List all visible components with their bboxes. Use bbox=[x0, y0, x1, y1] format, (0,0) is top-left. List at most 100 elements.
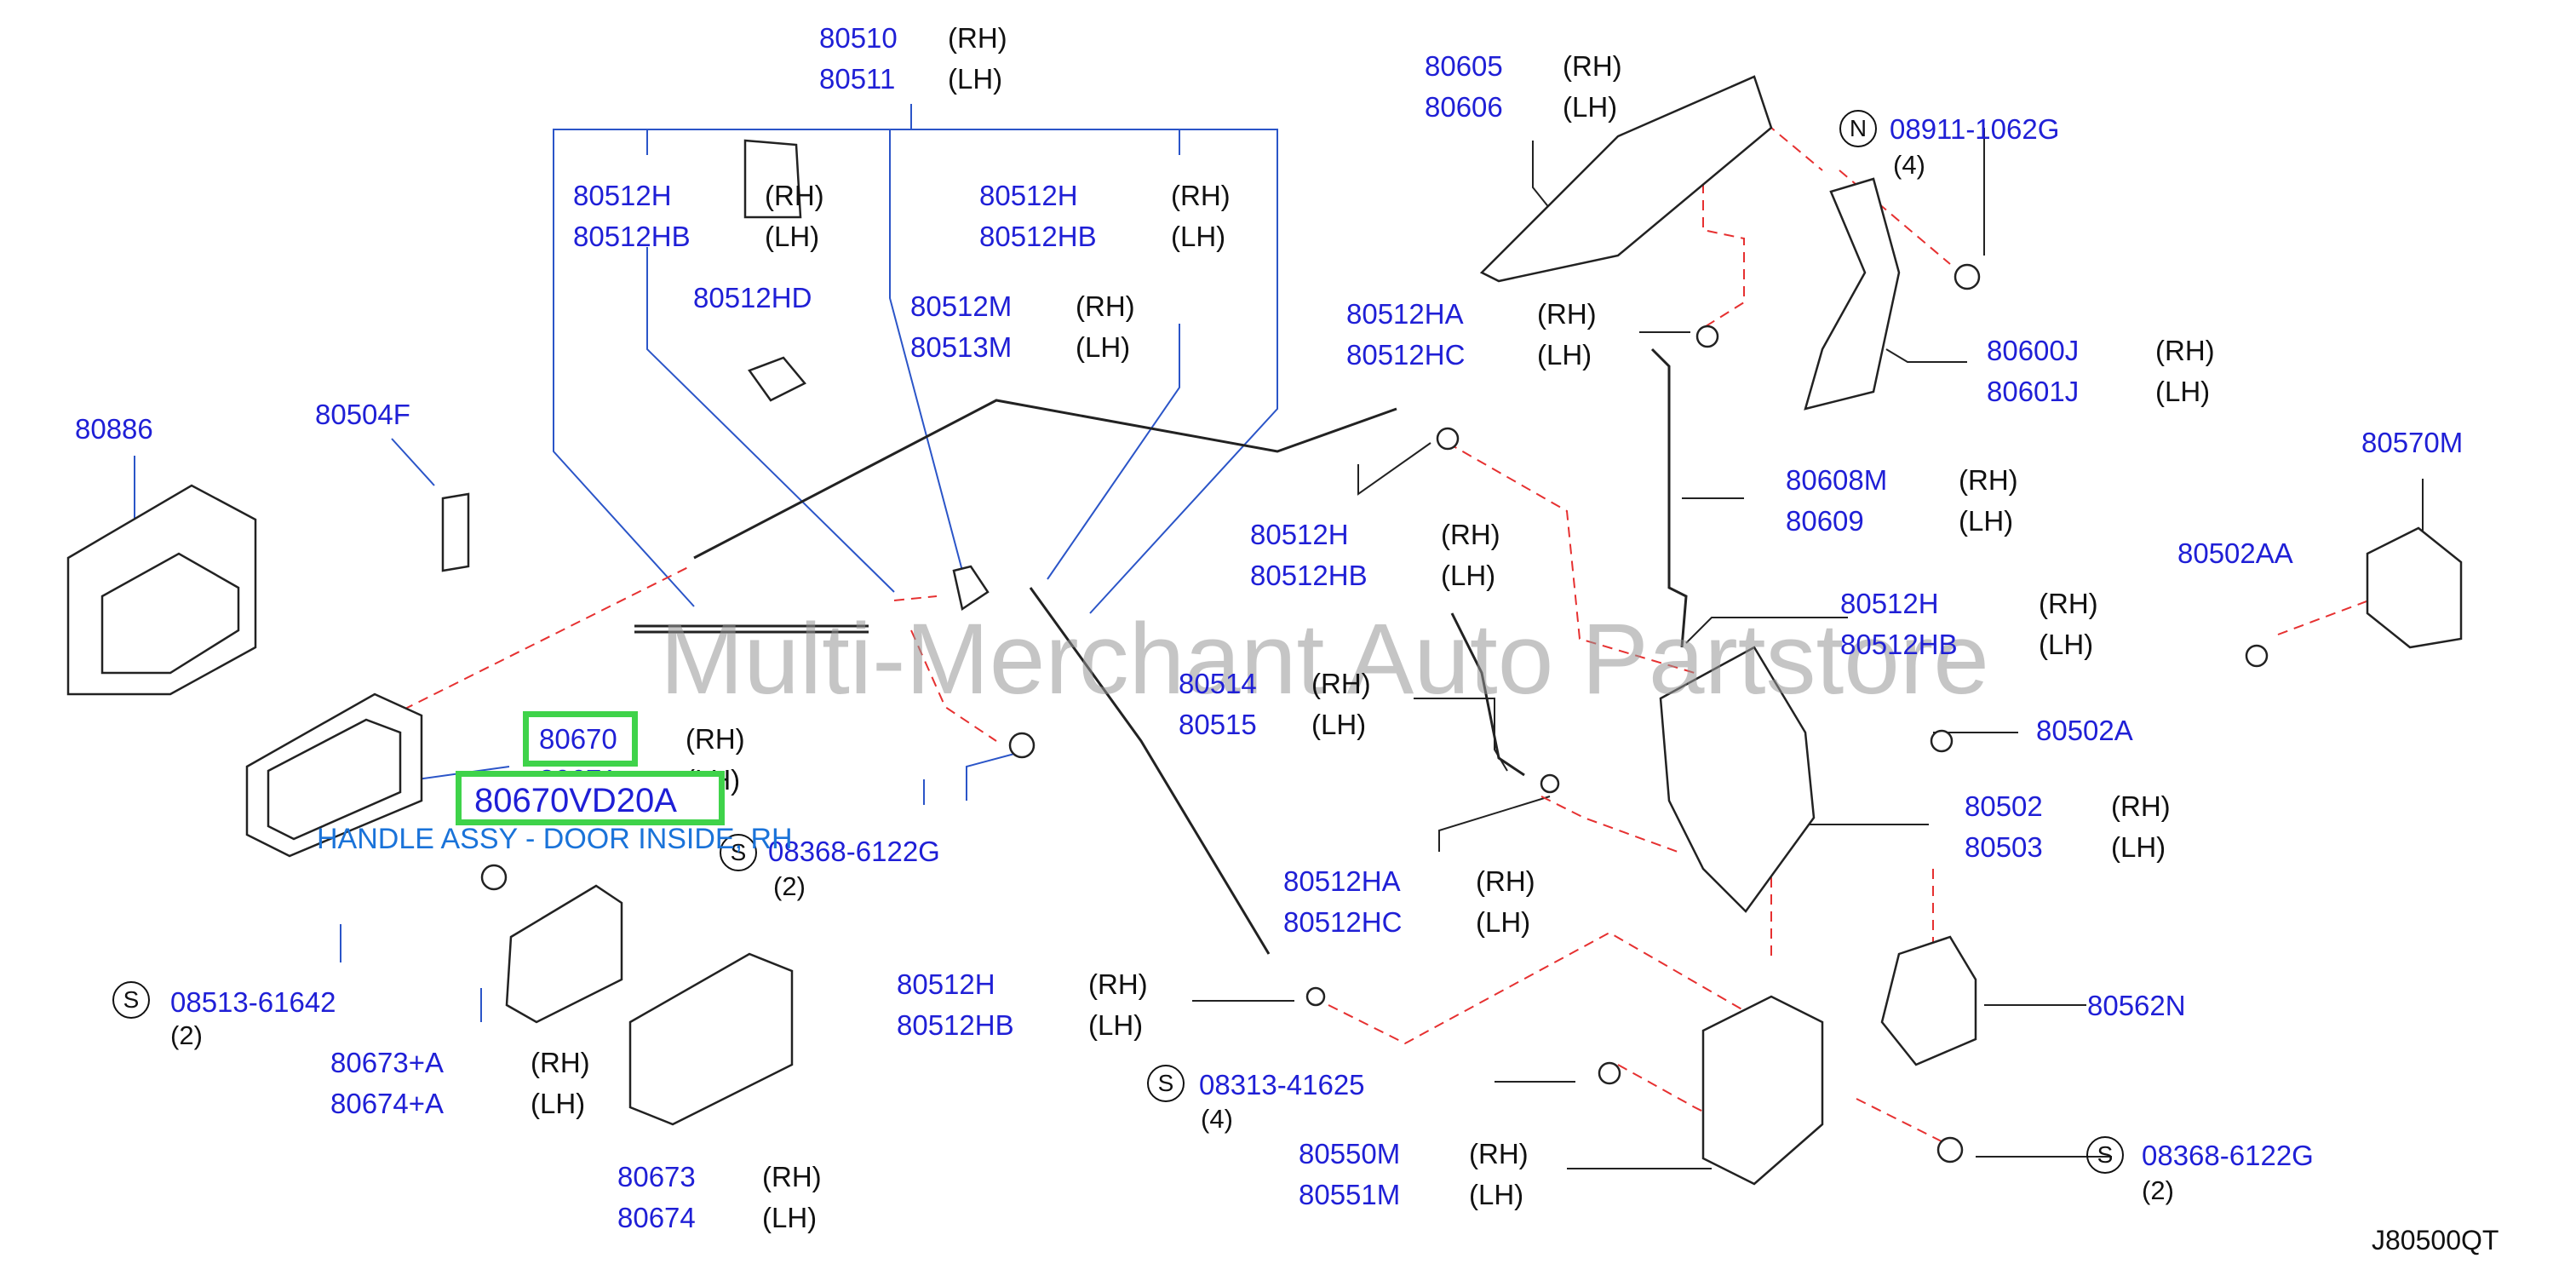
fastener-mark: S bbox=[112, 981, 150, 1019]
side-label: (LH) bbox=[1537, 339, 1592, 371]
side-label: (RH) bbox=[948, 22, 1007, 54]
quantity: (2) bbox=[2142, 1175, 2174, 1205]
side-label: (RH) bbox=[1441, 519, 1500, 550]
side-label: (LH) bbox=[1171, 221, 1226, 252]
part-number[interactable]: 80601J bbox=[1987, 376, 2080, 407]
part-number[interactable]: 80570M bbox=[2361, 427, 2464, 458]
part-number[interactable]: 80512H bbox=[979, 180, 1078, 211]
side-label: (RH) bbox=[1959, 464, 2018, 496]
side-label: (LH) bbox=[1469, 1179, 1524, 1210]
side-label: (LH) bbox=[765, 221, 820, 252]
part-number[interactable]: 80670 bbox=[539, 723, 617, 755]
part-description-tooltip: HANDLE ASSY - DOOR INSIDE, RH bbox=[317, 823, 793, 855]
parts bbox=[66, 75, 2463, 1186]
part-number[interactable]: 80512HB bbox=[979, 221, 1097, 252]
dashed-lines bbox=[357, 126, 2381, 1146]
side-label: (LH) bbox=[762, 1202, 818, 1233]
side-label: (LH) bbox=[2111, 831, 2166, 863]
side-label: (LH) bbox=[1076, 331, 1131, 363]
side-label: (RH) bbox=[2039, 588, 2098, 619]
side-label: (RH) bbox=[1171, 180, 1231, 211]
part-number[interactable]: 80512HD bbox=[693, 282, 812, 313]
part-number[interactable]: 80512M bbox=[910, 290, 1013, 322]
part-number[interactable]: 08513-61642 bbox=[170, 986, 336, 1018]
side-label: (RH) bbox=[1088, 968, 1148, 1000]
part-number[interactable]: 80512HB bbox=[897, 1009, 1014, 1041]
part-number[interactable]: 80502AA bbox=[2177, 537, 2293, 569]
part-number[interactable]: 80608M bbox=[1786, 464, 1888, 496]
side-label: (LH) bbox=[1476, 906, 1531, 938]
part-number[interactable]: 80512H bbox=[897, 968, 995, 1000]
part-number[interactable]: 80511 bbox=[819, 63, 896, 95]
rods bbox=[634, 348, 1688, 955]
part-number[interactable]: 80512HB bbox=[1250, 560, 1368, 591]
part-number[interactable]: 80606 bbox=[1425, 91, 1503, 123]
part-number[interactable]: 80551M bbox=[1299, 1179, 1401, 1210]
black-leader-lines bbox=[1192, 128, 2424, 1169]
part-number[interactable]: 80512HC bbox=[1283, 906, 1403, 938]
part-number[interactable]: 80504F bbox=[315, 399, 410, 430]
part-number[interactable]: 08368-6122G bbox=[2142, 1140, 2314, 1171]
side-label: (LH) bbox=[1311, 709, 1367, 740]
side-label: (LH) bbox=[2039, 629, 2094, 660]
part-number[interactable]: 80512HC bbox=[1346, 339, 1466, 371]
part-number[interactable]: 80886 bbox=[75, 413, 153, 445]
part-number[interactable]: 80512H bbox=[573, 180, 672, 211]
part-number[interactable]: 80514 bbox=[1179, 668, 1257, 699]
part-number[interactable]: 80512HA bbox=[1346, 298, 1464, 330]
side-label: (RH) bbox=[765, 180, 824, 211]
fastener-mark: S bbox=[1147, 1065, 1185, 1102]
part-number[interactable]: 80510 bbox=[819, 22, 898, 54]
part-number[interactable]: 80609 bbox=[1786, 505, 1864, 537]
quantity: (2) bbox=[773, 871, 806, 901]
part-number[interactable]: 80515 bbox=[1179, 709, 1257, 740]
part-number[interactable]: 80562N bbox=[2087, 990, 2186, 1021]
part-number[interactable]: 08368-6122G bbox=[768, 836, 940, 867]
part-highlight[interactable] bbox=[523, 711, 638, 767]
diagram-code: J80500QT bbox=[2372, 1225, 2499, 1255]
quantity: (4) bbox=[1893, 150, 1925, 180]
part-number[interactable]: 80674+A bbox=[330, 1088, 445, 1119]
side-label: (LH) bbox=[1441, 560, 1496, 591]
part-number[interactable]: 80512HB bbox=[573, 221, 691, 252]
part-number[interactable]: 80605 bbox=[1425, 50, 1503, 82]
part-number[interactable]: 80550M bbox=[1299, 1138, 1401, 1169]
part-number[interactable]: 80512H bbox=[1250, 519, 1349, 550]
quantity: (4) bbox=[1201, 1104, 1233, 1134]
part-number[interactable]: 80503 bbox=[1965, 831, 2043, 863]
part-number[interactable]: 80512HB bbox=[1840, 629, 1958, 660]
side-label: (RH) bbox=[1537, 298, 1597, 330]
side-label: (RH) bbox=[1076, 290, 1135, 322]
side-label: (LH) bbox=[1088, 1009, 1144, 1041]
part-number[interactable]: 80502 bbox=[1965, 790, 2043, 822]
side-label: (LH) bbox=[531, 1088, 586, 1119]
part-number[interactable]: 80512H bbox=[1840, 588, 1939, 619]
part-number[interactable]: 80673+A bbox=[330, 1047, 445, 1078]
alt-part-number[interactable]: 80670VD20A bbox=[474, 782, 677, 819]
side-label: (RH) bbox=[531, 1047, 590, 1078]
side-label: (RH) bbox=[1563, 50, 1622, 82]
alt-part-highlight[interactable]: 80670VD20A bbox=[456, 771, 725, 825]
side-label: (RH) bbox=[1476, 865, 1535, 897]
fastener-mark: S bbox=[720, 834, 757, 871]
part-number[interactable]: 08911-1062G bbox=[1890, 113, 2060, 145]
side-label: (LH) bbox=[2155, 376, 2211, 407]
part-number[interactable]: 80600J bbox=[1987, 335, 2080, 366]
side-label: (LH) bbox=[948, 63, 1003, 95]
side-label: (LH) bbox=[1563, 91, 1618, 123]
quantity: (2) bbox=[170, 1020, 203, 1050]
part-number[interactable]: 80502A bbox=[2036, 715, 2133, 746]
part-number[interactable]: 80673 bbox=[617, 1161, 696, 1192]
side-label: (RH) bbox=[2111, 790, 2171, 822]
part-number[interactable]: 80512HA bbox=[1283, 865, 1401, 897]
part-number[interactable]: 80513M bbox=[910, 331, 1013, 363]
part-number[interactable]: 08313-41625 bbox=[1199, 1069, 1365, 1100]
fastener-mark: N bbox=[1839, 110, 1877, 147]
leader-lines bbox=[134, 104, 1278, 1099]
part-number[interactable]: 80674 bbox=[617, 1202, 696, 1233]
side-label: (LH) bbox=[1959, 505, 2014, 537]
side-label: (RH) bbox=[762, 1161, 822, 1192]
watermark: Multi-Merchant Auto Partstore bbox=[660, 603, 1989, 715]
